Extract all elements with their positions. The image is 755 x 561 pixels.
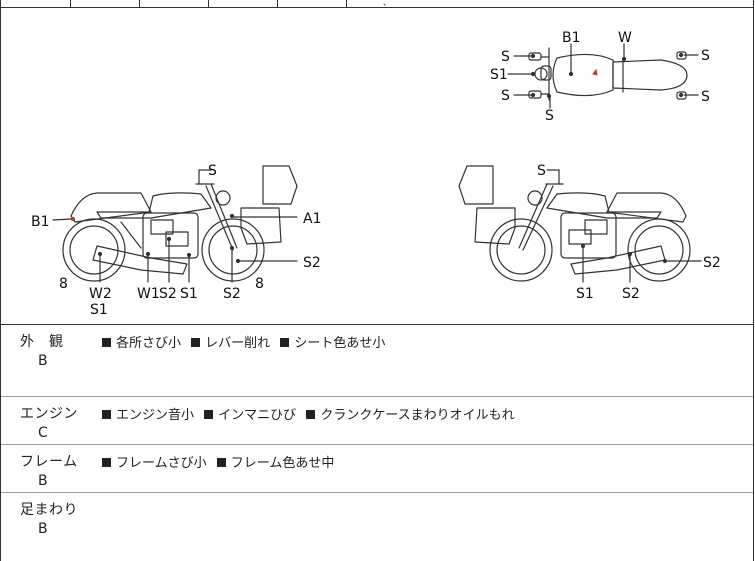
right-side-motorcycle xyxy=(458,165,691,282)
section-grade: B xyxy=(38,473,48,489)
section-grade: C xyxy=(38,425,48,441)
label-left-s2-right: S2 xyxy=(303,255,321,271)
note-item: エンジン音小 xyxy=(116,408,195,423)
section-frame: フレーム B フレームさび小 フレーム色あせ中 xyxy=(1,445,753,493)
bullet-square-icon xyxy=(102,410,111,419)
label-left-w1: W1 xyxy=(137,286,160,302)
label-top-s-ul: S xyxy=(501,49,510,65)
damage-mark xyxy=(592,68,598,76)
label-left-s2-bottom: S2 xyxy=(223,286,241,302)
section-label: エンジン xyxy=(20,406,78,422)
section-label: 外 観 xyxy=(20,334,64,350)
note-item: レバー削れ xyxy=(205,336,271,351)
bullet-square-icon xyxy=(216,458,226,467)
section-engine: エンジン C エンジン音小 インマニひび クランクケースまわりオイルもれ xyxy=(1,397,753,445)
label-right-s-top: S xyxy=(537,163,546,179)
bullet-square-icon xyxy=(191,338,201,347)
label-top-s-lr: S xyxy=(701,89,710,105)
label-top-s-ll: S xyxy=(501,88,510,104)
label-top-s1: S1 xyxy=(490,67,508,83)
section-label: 足まわり xyxy=(20,502,78,518)
section-suspension: 足まわり B xyxy=(1,493,753,561)
label-left-b1: B1 xyxy=(31,214,50,230)
bullet-square-icon xyxy=(280,338,290,347)
bullet-square-icon xyxy=(204,410,214,419)
section-grade: B xyxy=(38,521,48,537)
section-notes: エンジン音小 インマニひび クランクケースまわりオイルもれ xyxy=(102,404,521,423)
label-left-w2: W2 xyxy=(89,286,112,302)
label-top-s-ur: S xyxy=(701,48,710,64)
label-right-s2-right: S2 xyxy=(703,255,721,271)
label-left-s2-mid: S2 xyxy=(159,286,177,302)
label-top-w: W xyxy=(618,30,632,46)
header-cell xyxy=(139,0,209,7)
label-top-b1: B1 xyxy=(562,30,581,46)
label-top-s-bottom: S xyxy=(545,108,554,124)
note-item: シート色あせ小 xyxy=(294,336,386,351)
label-left-s1-mid: S1 xyxy=(180,286,198,302)
label-left-8-right: 8 xyxy=(255,276,264,292)
label-right-s1: S1 xyxy=(576,286,594,302)
label-left-8-left: 8 xyxy=(59,276,68,292)
section-notes: 各所さび小 レバー削れ シート色あせ小 xyxy=(102,332,391,351)
header-cell xyxy=(208,0,278,7)
note-item: クランクケースまわりオイルもれ xyxy=(320,408,515,423)
header-cell xyxy=(70,0,140,7)
note-item: フレーム色あせ中 xyxy=(230,456,335,471)
header-cell xyxy=(277,0,347,7)
top-view-motorcycle xyxy=(528,47,688,101)
section-notes: フレームさび小 フレーム色あせ中 xyxy=(102,452,340,471)
label-left-a1: A1 xyxy=(303,211,321,227)
note-item: フレームさび小 xyxy=(116,456,207,471)
note-item: 各所さび小 xyxy=(116,336,182,351)
header-cell xyxy=(1,0,71,7)
section-exterior: 外 観 B 各所さび小 レバー削れ シート色あせ小 xyxy=(1,325,753,397)
section-label: フレーム xyxy=(20,454,78,470)
section-grade: B xyxy=(38,353,48,369)
bullet-square-icon xyxy=(102,338,111,347)
header-table-strip: 、 xyxy=(1,0,753,8)
label-left-s-top: S xyxy=(208,163,217,179)
bullet-square-icon xyxy=(102,458,111,467)
left-side-motorcycle xyxy=(62,165,298,282)
note-item: インマニひび xyxy=(218,408,297,423)
header-fragment: 、 xyxy=(383,0,391,7)
motorcycle-diagram-svg: B1 W S S1 S S S S S B1 A1 S2 8 8 W2 S1 W… xyxy=(31,30,721,318)
label-left-s1-bottom: S1 xyxy=(90,302,108,318)
damage-diagram: B1 W S S1 S S S S S B1 A1 S2 8 8 W2 S1 W… xyxy=(1,8,753,325)
bullet-square-icon xyxy=(306,410,316,419)
label-right-s2: S2 xyxy=(622,286,640,302)
